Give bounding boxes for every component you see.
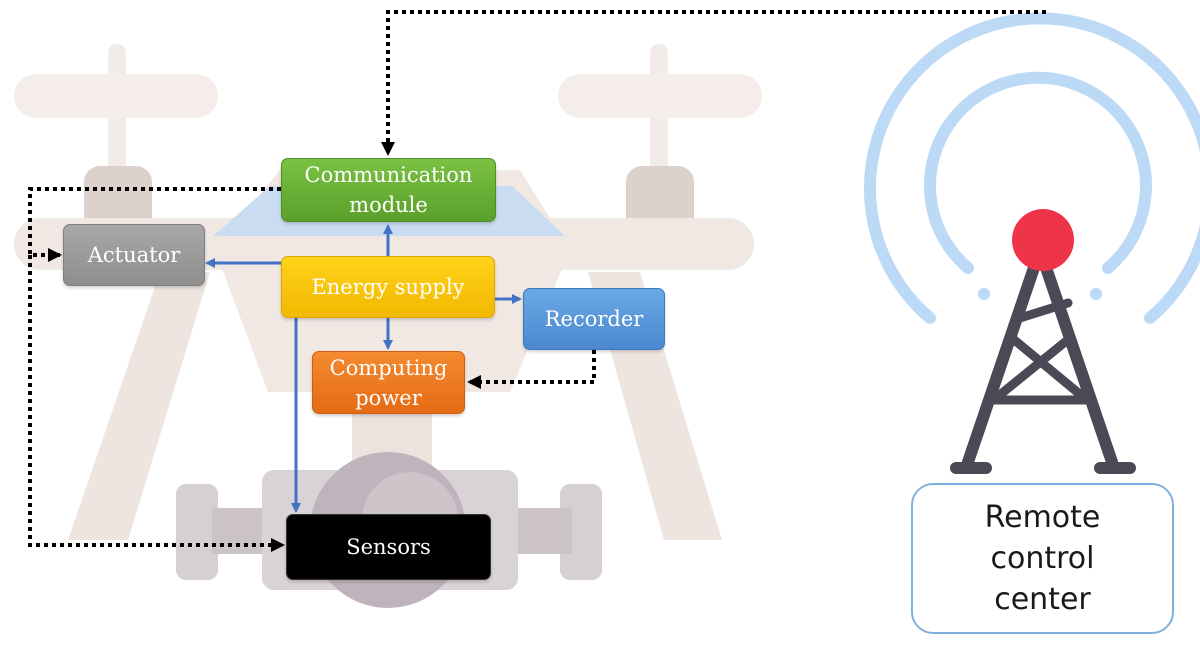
radio-tower-icon xyxy=(864,12,1200,474)
arrow-communication-to-sensors xyxy=(28,255,285,552)
arrow-remote-to-communication xyxy=(381,10,1046,156)
actuator-node: Actuator xyxy=(63,224,205,286)
energy-supply-label: Energy supply xyxy=(311,275,465,299)
communication-module-label: Communication module xyxy=(304,163,473,217)
sensors-node: Sensors xyxy=(286,514,491,580)
recorder-label: Recorder xyxy=(544,307,644,331)
recorder-node: Recorder xyxy=(523,288,665,350)
data-arrows xyxy=(28,10,1046,552)
remote-control-center-label: Remote control center xyxy=(984,500,1101,617)
remote-control-center-node: Remote control center xyxy=(911,483,1174,634)
actuator-label: Actuator xyxy=(87,243,181,267)
sensors-label: Sensors xyxy=(346,535,431,559)
communication-module-node: Communication module xyxy=(281,158,496,222)
computing-power-label: Computing power xyxy=(329,355,448,410)
arrow-communication-to-actuator xyxy=(28,187,281,262)
computing-power-node: Computing power xyxy=(312,351,465,414)
tower-light xyxy=(1012,209,1074,271)
energy-supply-node: Energy supply xyxy=(281,256,495,318)
power-arrows xyxy=(205,224,522,513)
arrow-recorder-to-computing xyxy=(467,350,596,389)
